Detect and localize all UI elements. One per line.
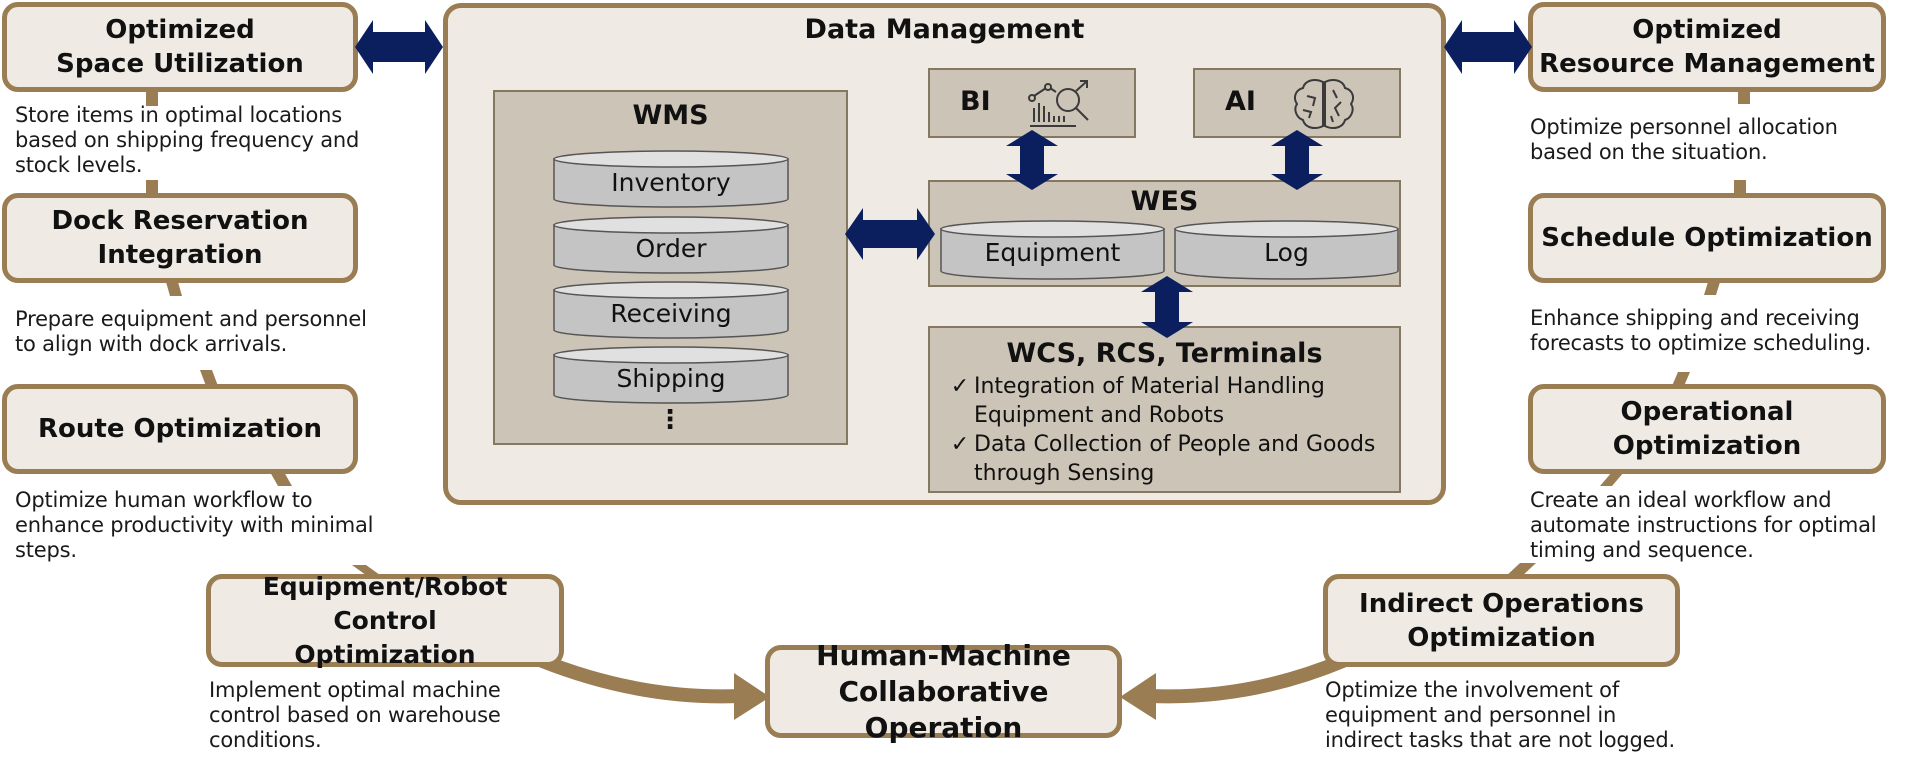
topic-operational-optimization: Operational Optimization xyxy=(1528,384,1886,474)
desc-route-optimization: Optimize human workflow to enhance produ… xyxy=(15,488,374,562)
ai-label: AI xyxy=(1225,86,1256,117)
database-label: Equipment xyxy=(984,238,1121,267)
database-label: Inventory xyxy=(611,168,731,197)
wms-db-inventory: Inventory xyxy=(553,150,789,208)
bi-label: BI xyxy=(960,86,991,117)
database-cylinder-icon xyxy=(553,281,789,339)
wes-db-equipment: Equipment xyxy=(940,220,1165,280)
wcs-bullet: ✓ Integration of Material Handling Equip… xyxy=(946,372,1375,430)
desc-optimized-resource-management: Optimize personnel allocation based on t… xyxy=(1530,115,1838,164)
database-cylinder-icon xyxy=(553,216,789,274)
check-icon: ✓ xyxy=(950,374,970,399)
topic-equipment-robot-control: Equipment/Robot Control Optimization xyxy=(206,572,564,669)
database-label: Order xyxy=(635,234,707,263)
wcs-bullet-list: ✓ Integration of Material Handling Equip… xyxy=(946,372,1376,488)
curve-arrowhead-left xyxy=(734,673,770,720)
database-label: Log xyxy=(1264,238,1309,267)
topic-indirect-operations-optimization: Indirect Operations Optimization xyxy=(1323,574,1680,667)
data-management-title: Data Management xyxy=(804,14,1085,45)
curve-arrowhead-right xyxy=(1120,673,1156,720)
wcs-bullet: ✓ Data Collection of People and Goods th… xyxy=(946,430,1376,488)
wes-title: WES xyxy=(1130,186,1199,217)
wms-db-shipping: Shipping xyxy=(553,346,789,404)
desc-schedule-optimization: Enhance shipping and receiving forecasts… xyxy=(1530,306,1872,355)
double-arrow-wes-wcs xyxy=(1141,276,1193,338)
topic-dock-reservation-integration: Dock Reservation Integration xyxy=(2,193,358,283)
curve-arrow-right xyxy=(1149,653,1348,704)
wms-title: WMS xyxy=(632,100,709,131)
topic-optimized-space-utilization: Optimized Space Utilization xyxy=(2,2,358,92)
connector-right-2a xyxy=(1704,282,1720,295)
desc-equipment-robot-control: Implement optimal machine control based … xyxy=(209,678,501,752)
database-cylinder-icon xyxy=(553,150,789,208)
connector-left-1a xyxy=(146,90,158,106)
database-label: Receiving xyxy=(610,299,732,328)
desc-optimized-space-utilization: Store items in optimal locations based o… xyxy=(15,103,360,177)
double-arrow-wms-wes xyxy=(845,208,935,260)
connector-left-3a xyxy=(270,472,292,486)
connector-left-2b xyxy=(200,370,218,386)
database-cylinder-icon xyxy=(940,220,1165,280)
wms-db-receiving: Receiving xyxy=(553,281,789,339)
double-arrow-left-dm xyxy=(355,20,443,74)
desc-dock-reservation-integration: Prepare equipment and personnel to align… xyxy=(15,307,367,356)
topic-schedule-optimization: Schedule Optimization xyxy=(1528,193,1886,283)
analytics-icon xyxy=(1028,80,1089,127)
wcs-panel: WCS, RCS, Terminals ✓ Integration of Mat… xyxy=(928,326,1401,493)
database-cylinder-icon xyxy=(1174,220,1399,280)
brain-icon xyxy=(1294,79,1354,129)
double-arrow-bi-wes xyxy=(1006,130,1058,190)
desc-indirect-operations-optimization: Optimize the involvement of equipment an… xyxy=(1325,678,1675,752)
connector-left-2a xyxy=(166,282,182,296)
ai-panel: AI xyxy=(1193,68,1401,138)
wcs-title: WCS, RCS, Terminals xyxy=(1006,338,1323,369)
connector-right-2b xyxy=(1672,372,1690,386)
curve-arrow-left xyxy=(537,653,741,704)
topic-route-optimization: Route Optimization xyxy=(2,384,358,474)
desc-operational-optimization: Create an ideal workflow and automate in… xyxy=(1530,488,1877,562)
topic-human-machine-collaborative-operation: Human-Machine Collaborative Operation xyxy=(765,639,1122,744)
connector-right-3a xyxy=(1600,472,1624,486)
topic-optimized-resource-management: Optimized Resource Management xyxy=(1528,2,1886,92)
double-arrow-dm-right xyxy=(1444,20,1532,74)
database-label: Shipping xyxy=(616,364,726,393)
wms-db-order: Order xyxy=(553,216,789,274)
double-arrow-ai-wes xyxy=(1271,130,1323,190)
more-ellipsis: ⋮ xyxy=(657,405,683,435)
connector-left-1b xyxy=(146,180,158,196)
bi-panel: BI xyxy=(928,68,1136,138)
check-icon: ✓ xyxy=(950,432,970,457)
wes-db-log: Log xyxy=(1174,220,1399,280)
database-cylinder-icon xyxy=(553,346,789,404)
connector-right-1b xyxy=(1734,180,1746,196)
connector-right-1a xyxy=(1738,90,1750,104)
